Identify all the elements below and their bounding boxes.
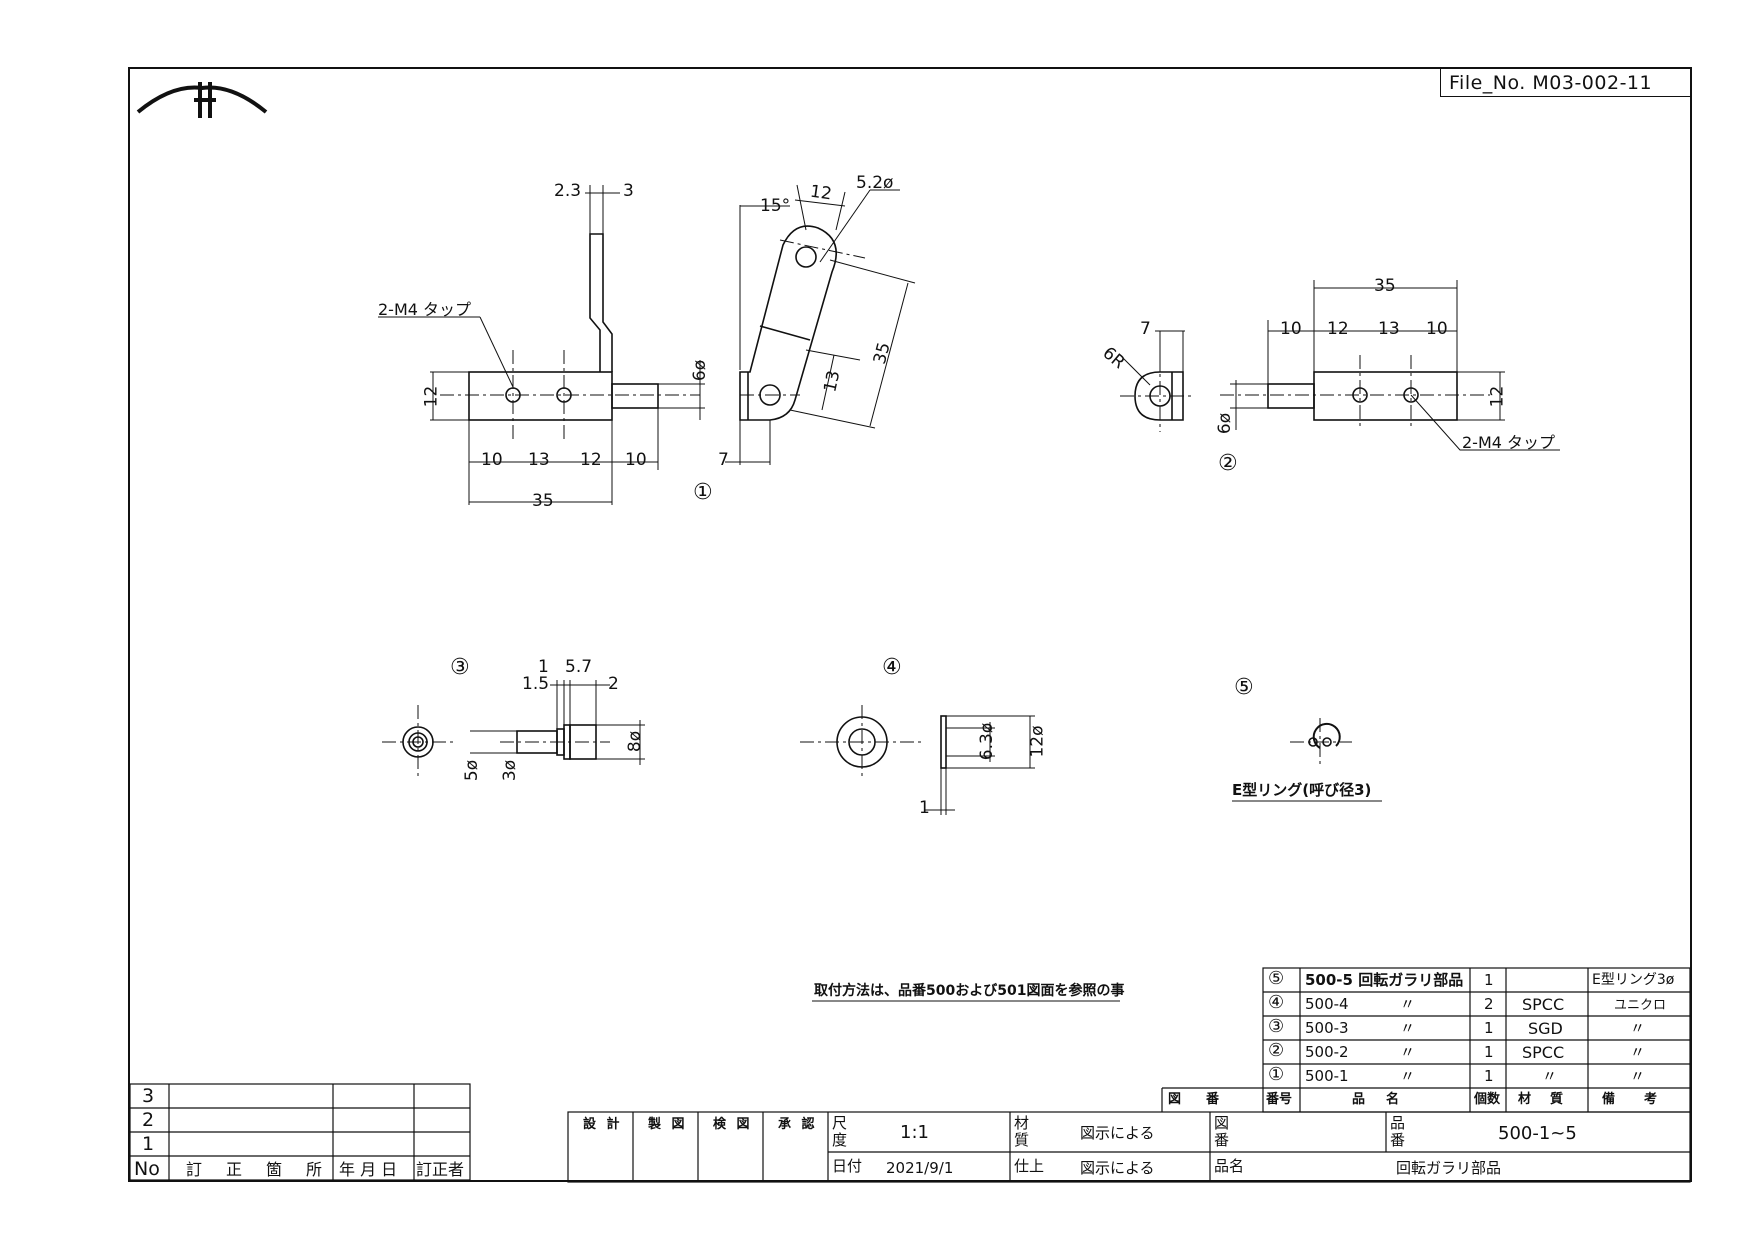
dim-p2-7: 7	[1140, 319, 1151, 339]
dim-seg-13: 13	[528, 450, 550, 470]
tap-label-1: 2-M4 タップ	[378, 300, 472, 319]
dim-p2-6d: 6ø	[1215, 412, 1236, 435]
part-number-value: 500-1~5	[1498, 1123, 1577, 1144]
date-value: 2021/9/1	[886, 1159, 954, 1177]
part-mark-3: ③	[450, 655, 470, 680]
part-mark-4: ④	[882, 655, 902, 680]
dim-p3-3d: 3ø	[500, 759, 521, 782]
tap-label-2: 2-M4 タップ	[1462, 433, 1556, 452]
dim-seg-12: 12	[580, 450, 602, 470]
part4-side	[940, 715, 947, 769]
dim-p2-seg-13: 13	[1378, 319, 1400, 339]
part1-pin	[611, 383, 659, 409]
dim-p3-1-5: 1.5	[522, 674, 550, 694]
dim-side-5-2: 5.2ø	[856, 173, 894, 193]
dim-p3-5d: 5ø	[462, 759, 483, 782]
dim-p4-6-3: 6.3ø	[977, 722, 998, 761]
dim-12-height: 12	[421, 385, 442, 408]
drawing-frame	[128, 67, 1692, 1182]
side-hole-top	[795, 246, 817, 268]
dim-seg-10b: 10	[625, 450, 647, 470]
dim-p4-12: 12ø	[1027, 725, 1048, 758]
dim-p2-12: 12	[1487, 385, 1508, 408]
dim-total-35: 35	[532, 491, 554, 511]
title-block-grid	[567, 1111, 1691, 1183]
part-name-value: 回転ガラリ部品	[1396, 1159, 1502, 1177]
part1-bar	[468, 371, 613, 421]
part1-bent-tab	[589, 233, 613, 372]
dim-p4-1: 1	[919, 798, 930, 818]
revision-table-grid	[129, 1083, 471, 1181]
dim-p3-2: 2	[608, 674, 619, 694]
dim-p3-8d: 8ø	[625, 730, 646, 753]
part-mark-2: ②	[1218, 451, 1238, 476]
dim-2-3: 2.3	[554, 181, 582, 201]
dim-p2-35: 35	[1374, 276, 1396, 296]
dim-15-deg: 15°	[760, 196, 791, 216]
dim-p2-seg-12: 12	[1327, 319, 1349, 339]
part5-e-ring	[1312, 722, 1341, 749]
dim-p3-5-7: 5.7	[565, 657, 593, 677]
dim-p2-seg-10b: 10	[1426, 319, 1448, 339]
part2-pin	[1267, 383, 1315, 409]
dim-side-7: 7	[718, 450, 729, 470]
part1-side-arm	[739, 225, 837, 421]
part2-end-view	[1134, 371, 1184, 421]
dim-p3-1: 1	[538, 657, 549, 677]
file-number: File_No. M03-002-11	[1440, 69, 1690, 97]
scale-value: 1:1	[900, 1122, 929, 1143]
part2-bar	[1313, 371, 1458, 421]
dim-side-12: 12	[808, 181, 833, 205]
mounting-note: 取付方法は、品番500および501図面を参照の事	[814, 983, 1125, 999]
dim-3: 3	[623, 181, 634, 201]
dim-seg-10a: 10	[481, 450, 503, 470]
part-mark-1: ①	[693, 480, 713, 505]
dim-6-dia: 6ø	[690, 359, 711, 382]
logo-mark	[136, 82, 268, 118]
e-ring-label: E型リング(呼び径3)	[1232, 781, 1372, 799]
company-logo	[132, 78, 272, 122]
part-mark-5: ⑤	[1234, 675, 1254, 700]
dim-side-13: 13	[820, 368, 845, 395]
parts-list-grid	[1161, 967, 1691, 1113]
dim-p2-seg-10a: 10	[1280, 319, 1302, 339]
